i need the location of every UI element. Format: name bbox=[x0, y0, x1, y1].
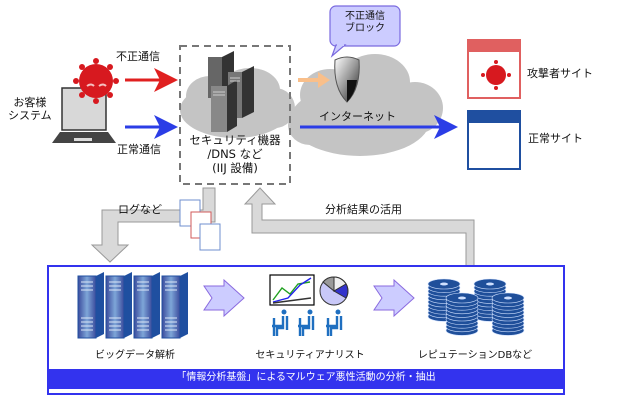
server-rack-icon bbox=[208, 51, 254, 132]
server-unit-icon bbox=[77, 272, 104, 339]
malicious-flow-label: 不正通信 bbox=[116, 50, 160, 63]
block-callout-text: 不正通信 ブロック bbox=[330, 11, 400, 35]
reputation-db-label: レピュテーションDBなど bbox=[417, 350, 533, 361]
normal-site-window-icon bbox=[467, 110, 521, 170]
bigdata-label: ビッグデータ解析 bbox=[95, 350, 175, 361]
security-box-line1: セキュリティ機器 bbox=[189, 133, 281, 147]
security-box-frame bbox=[179, 45, 291, 185]
analyst-person-icon bbox=[298, 309, 315, 336]
log-documents-icon bbox=[179, 199, 221, 251]
analyst-to-db-arrow bbox=[373, 278, 415, 318]
platform-footer-text: 「情報分析基盤」によるマルウェア悪性活動の分析・抽出 bbox=[176, 372, 436, 383]
security-box-line3: (IIJ 設備) bbox=[212, 160, 258, 175]
blocked-flow-arrow bbox=[298, 72, 330, 88]
block-callout-line2: ブロック bbox=[345, 23, 385, 34]
customer-label-line2: システム bbox=[8, 109, 52, 123]
attacker-site-window-icon bbox=[467, 39, 521, 99]
malware-virus-icon bbox=[73, 58, 119, 104]
security-box-line2: /DNS など bbox=[207, 146, 263, 161]
bigdata-to-analyst-arrow bbox=[203, 278, 245, 318]
internet-cloud-icon bbox=[288, 54, 443, 156]
normal-site-label: 正常サイト bbox=[528, 132, 583, 145]
server-unit-icon bbox=[105, 272, 132, 339]
shield-icon bbox=[334, 56, 360, 103]
results-usage-label: 分析結果の活用 bbox=[325, 203, 402, 216]
normal-flow-label: 正常通信 bbox=[117, 143, 161, 156]
customer-label-line1: お客様 bbox=[13, 96, 47, 109]
block-callout-line1: 不正通信 bbox=[345, 11, 385, 22]
line-chart-icon bbox=[269, 274, 315, 306]
server-unit-icon bbox=[161, 272, 188, 339]
analyst-person-icon bbox=[326, 309, 343, 336]
pie-chart-icon bbox=[319, 276, 349, 306]
analysts-icon bbox=[272, 309, 343, 336]
internet-label: インターネット bbox=[319, 110, 396, 123]
platform-footer-bar bbox=[49, 369, 563, 389]
database-stack-icon bbox=[491, 292, 525, 336]
database-stack-icon bbox=[445, 292, 479, 336]
customer-system-label: お客様 システム bbox=[8, 96, 52, 122]
analyst-label: セキュリティアナリスト bbox=[255, 350, 365, 361]
logs-flow-arrow bbox=[90, 187, 216, 263]
database-icon bbox=[427, 278, 525, 336]
attacker-site-label: 攻撃者サイト bbox=[527, 67, 593, 80]
block-callout-bubble bbox=[329, 5, 401, 58]
server-unit-icon bbox=[133, 272, 160, 339]
analyst-person-icon bbox=[272, 309, 289, 336]
security-box-label: セキュリティ機器 /DNS など (IIJ 設備) bbox=[180, 133, 290, 175]
bigdata-servers-icon bbox=[77, 272, 188, 339]
logs-label: ログなど bbox=[118, 203, 162, 216]
results-flow-arrow bbox=[243, 187, 475, 269]
